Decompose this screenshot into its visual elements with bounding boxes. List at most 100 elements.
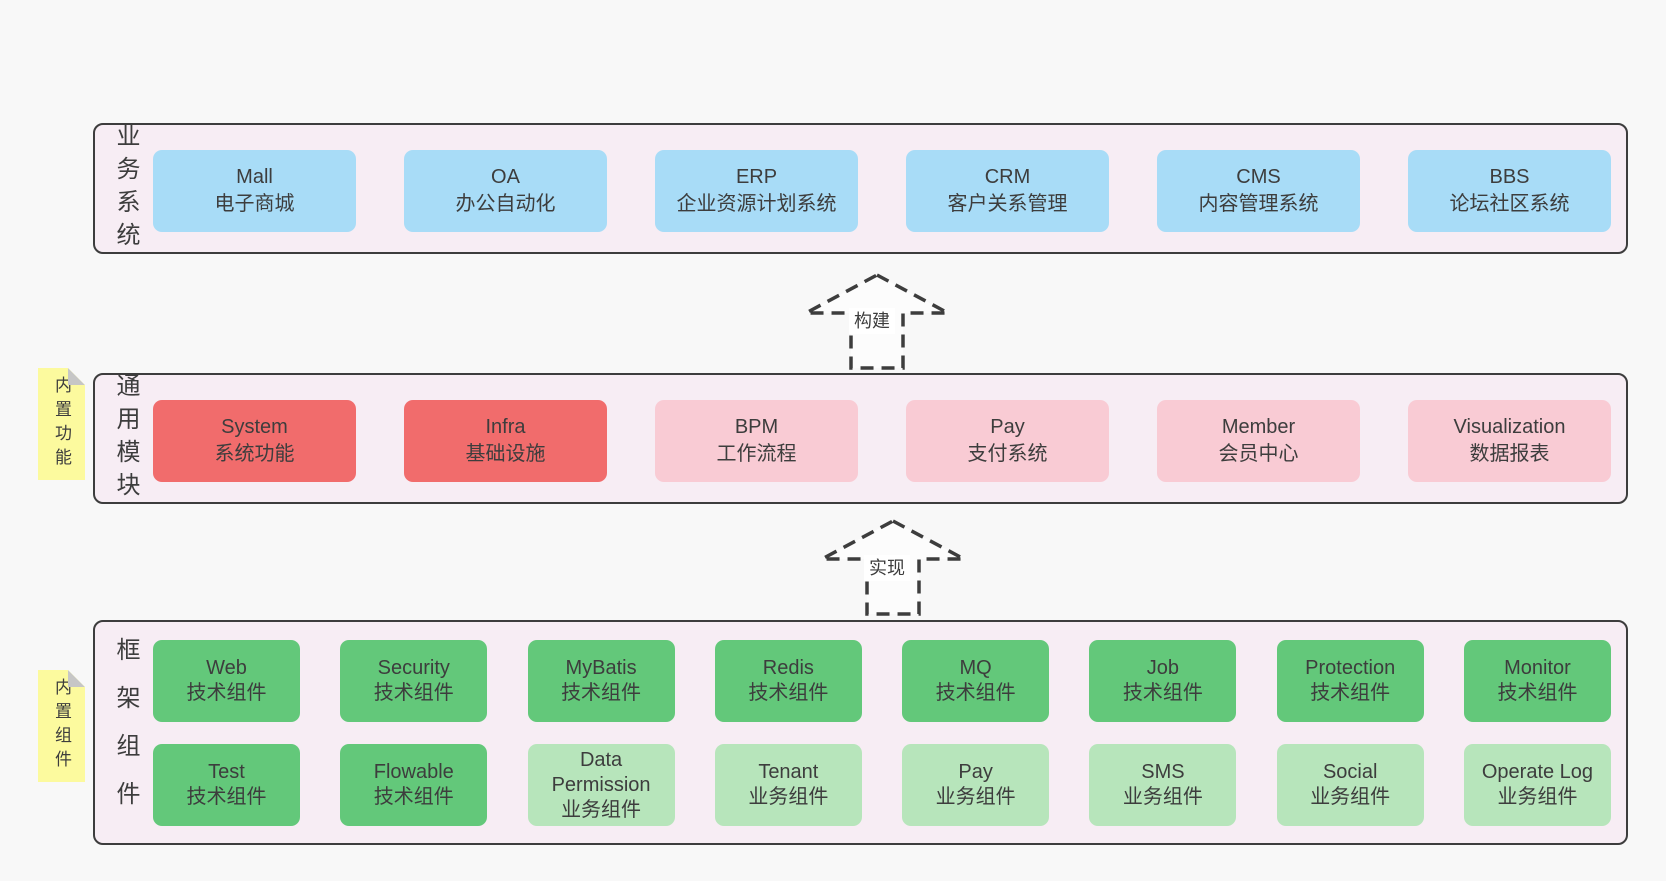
box-title: Flowable — [373, 761, 454, 783]
box-subtitle: 技术组件 — [186, 786, 267, 808]
box-subtitle: 业务组件 — [935, 786, 1016, 808]
box-member: Member 会员中心 — [1157, 400, 1360, 482]
box-subtitle: 企业资源计划系统 — [676, 193, 837, 215]
box-subtitle: 业务组件 — [1497, 786, 1578, 808]
build-arrow-label: 构建 — [849, 308, 895, 334]
box-subtitle: 技术组件 — [373, 786, 454, 808]
box-title: MQ — [959, 657, 992, 679]
sticky-note-built-in-features: 内置功能 — [38, 368, 85, 480]
box-title: Test — [208, 761, 245, 783]
box-operate-log: Operate Log 业务组件 — [1463, 744, 1611, 826]
box-title: System — [221, 416, 288, 438]
box-subtitle: 技术组件 — [748, 682, 829, 704]
box-title: Monitor — [1504, 657, 1571, 679]
box-mq: MQ 技术组件 — [902, 640, 1050, 722]
box-subtitle: 技术组件 — [1310, 682, 1391, 704]
band-framework-components: 框架组件 Web 技术组件 Security 技术组件 MyBatis 技术组件… — [93, 620, 1628, 845]
box-title: Redis — [762, 657, 814, 679]
box-subtitle: 系统功能 — [214, 443, 295, 465]
box-title: ERP — [735, 166, 778, 188]
box-visualization: Visualization 数据报表 — [1408, 400, 1611, 482]
box-subtitle: 支付系统 — [967, 443, 1048, 465]
box-pay-component: Pay 业务组件 — [902, 744, 1050, 826]
box-title: Pay — [990, 416, 1025, 438]
box-test: Test 技术组件 — [153, 744, 300, 826]
box-title: Pay — [958, 761, 993, 783]
box-security: Security 技术组件 — [340, 640, 488, 722]
band-business-systems: 业务系统 Mall 电子商城 OA 办公自动化 ERP 企业资源计划系统 CRM… — [93, 122, 1628, 255]
box-title: Social — [1322, 761, 1378, 783]
box-erp: ERP 企业资源计划系统 — [655, 150, 858, 232]
box-crm: CRM 客户关系管理 — [906, 150, 1109, 232]
box-subtitle: 数据报表 — [1469, 443, 1550, 465]
box-title: Security — [377, 657, 450, 679]
box-title: Visualization — [1453, 416, 1566, 438]
box-title: CMS — [1236, 166, 1281, 188]
sticky-note-built-in-components: 内置组件 — [38, 670, 85, 782]
box-subtitle: 办公自动化 — [455, 193, 556, 215]
box-subtitle: 客户关系管理 — [947, 193, 1068, 215]
box-subtitle: 技术组件 — [1122, 682, 1203, 704]
box-subtitle: 工作流程 — [716, 443, 797, 465]
implement-arrow-label: 实现 — [864, 555, 910, 581]
box-subtitle: 技术组件 — [935, 682, 1016, 704]
box-title: Operate Log — [1481, 761, 1594, 783]
box-tenant: Tenant 业务组件 — [714, 744, 862, 826]
box-mall: Mall 电子商城 — [153, 150, 356, 232]
box-title: OA — [491, 166, 520, 188]
box-title: Protection — [1305, 657, 1396, 679]
box-subtitle: 业务组件 — [748, 786, 829, 808]
box-protection: Protection 技术组件 — [1276, 640, 1424, 722]
band-label-framework-components: 框架组件 — [112, 636, 139, 829]
box-data-permission: Data Permission 业务组件 — [527, 744, 675, 826]
common-modules-row: System 系统功能 Infra 基础设施 BPM 工作流程 Pay 支付系统… — [153, 400, 1611, 482]
box-title: Member — [1221, 416, 1296, 438]
box-flowable: Flowable 技术组件 — [340, 744, 488, 826]
box-title: Mall — [236, 166, 273, 188]
box-monitor: Monitor 技术组件 — [1463, 640, 1611, 722]
box-title: Web — [206, 657, 247, 679]
box-bbs: BBS 论坛社区系统 — [1408, 150, 1611, 232]
box-title: BPM — [734, 416, 779, 438]
box-mybatis: MyBatis 技术组件 — [527, 640, 675, 722]
box-subtitle: 技术组件 — [561, 682, 642, 704]
box-title: Job — [1146, 657, 1180, 679]
box-subtitle: 业务组件 — [1122, 786, 1203, 808]
box-sms: SMS 业务组件 — [1089, 744, 1237, 826]
box-subtitle: 业务组件 — [561, 798, 642, 821]
box-subtitle: 技术组件 — [186, 682, 267, 704]
sticky-fold-corner — [68, 670, 85, 687]
box-subtitle: 技术组件 — [1497, 682, 1578, 704]
box-title: Infra — [485, 416, 526, 438]
box-subtitle: 论坛社区系统 — [1449, 193, 1570, 215]
box-title: MyBatis — [565, 657, 637, 679]
box-title: Data Permission — [551, 748, 651, 796]
box-system: System 系统功能 — [153, 400, 356, 482]
band-common-modules: 通用模块 System 系统功能 Infra 基础设施 BPM 工作流程 Pay… — [93, 373, 1628, 505]
box-pay-system: Pay 支付系统 — [906, 400, 1109, 482]
box-subtitle: 电子商城 — [214, 193, 295, 215]
framework-components-row-1: Web 技术组件 Security 技术组件 MyBatis 技术组件 Redi… — [153, 640, 1611, 722]
box-title: CRM — [984, 166, 1031, 188]
framework-components-row-2: Test 技术组件 Flowable 技术组件 Data Permission … — [153, 744, 1611, 826]
box-title: BBS — [1489, 166, 1530, 188]
box-social: Social 业务组件 — [1276, 744, 1424, 826]
box-title: Tenant — [758, 761, 819, 783]
box-cms: CMS 内容管理系统 — [1157, 150, 1360, 232]
box-subtitle: 技术组件 — [373, 682, 454, 704]
box-subtitle: 会员中心 — [1218, 443, 1299, 465]
sticky-fold-corner — [68, 368, 85, 385]
box-bpm: BPM 工作流程 — [655, 400, 858, 482]
box-subtitle: 业务组件 — [1310, 786, 1391, 808]
box-infra: Infra 基础设施 — [404, 400, 607, 482]
box-oa: OA 办公自动化 — [404, 150, 607, 232]
box-subtitle: 内容管理系统 — [1198, 193, 1319, 215]
box-web: Web 技术组件 — [153, 640, 300, 722]
box-redis: Redis 技术组件 — [714, 640, 862, 722]
band-label-business-systems: 业务系统 — [112, 122, 139, 255]
box-job: Job 技术组件 — [1089, 640, 1237, 722]
box-title: SMS — [1141, 761, 1185, 783]
business-systems-row: Mall 电子商城 OA 办公自动化 ERP 企业资源计划系统 CRM 客户关系… — [153, 150, 1611, 232]
box-subtitle: 基础设施 — [465, 443, 546, 465]
